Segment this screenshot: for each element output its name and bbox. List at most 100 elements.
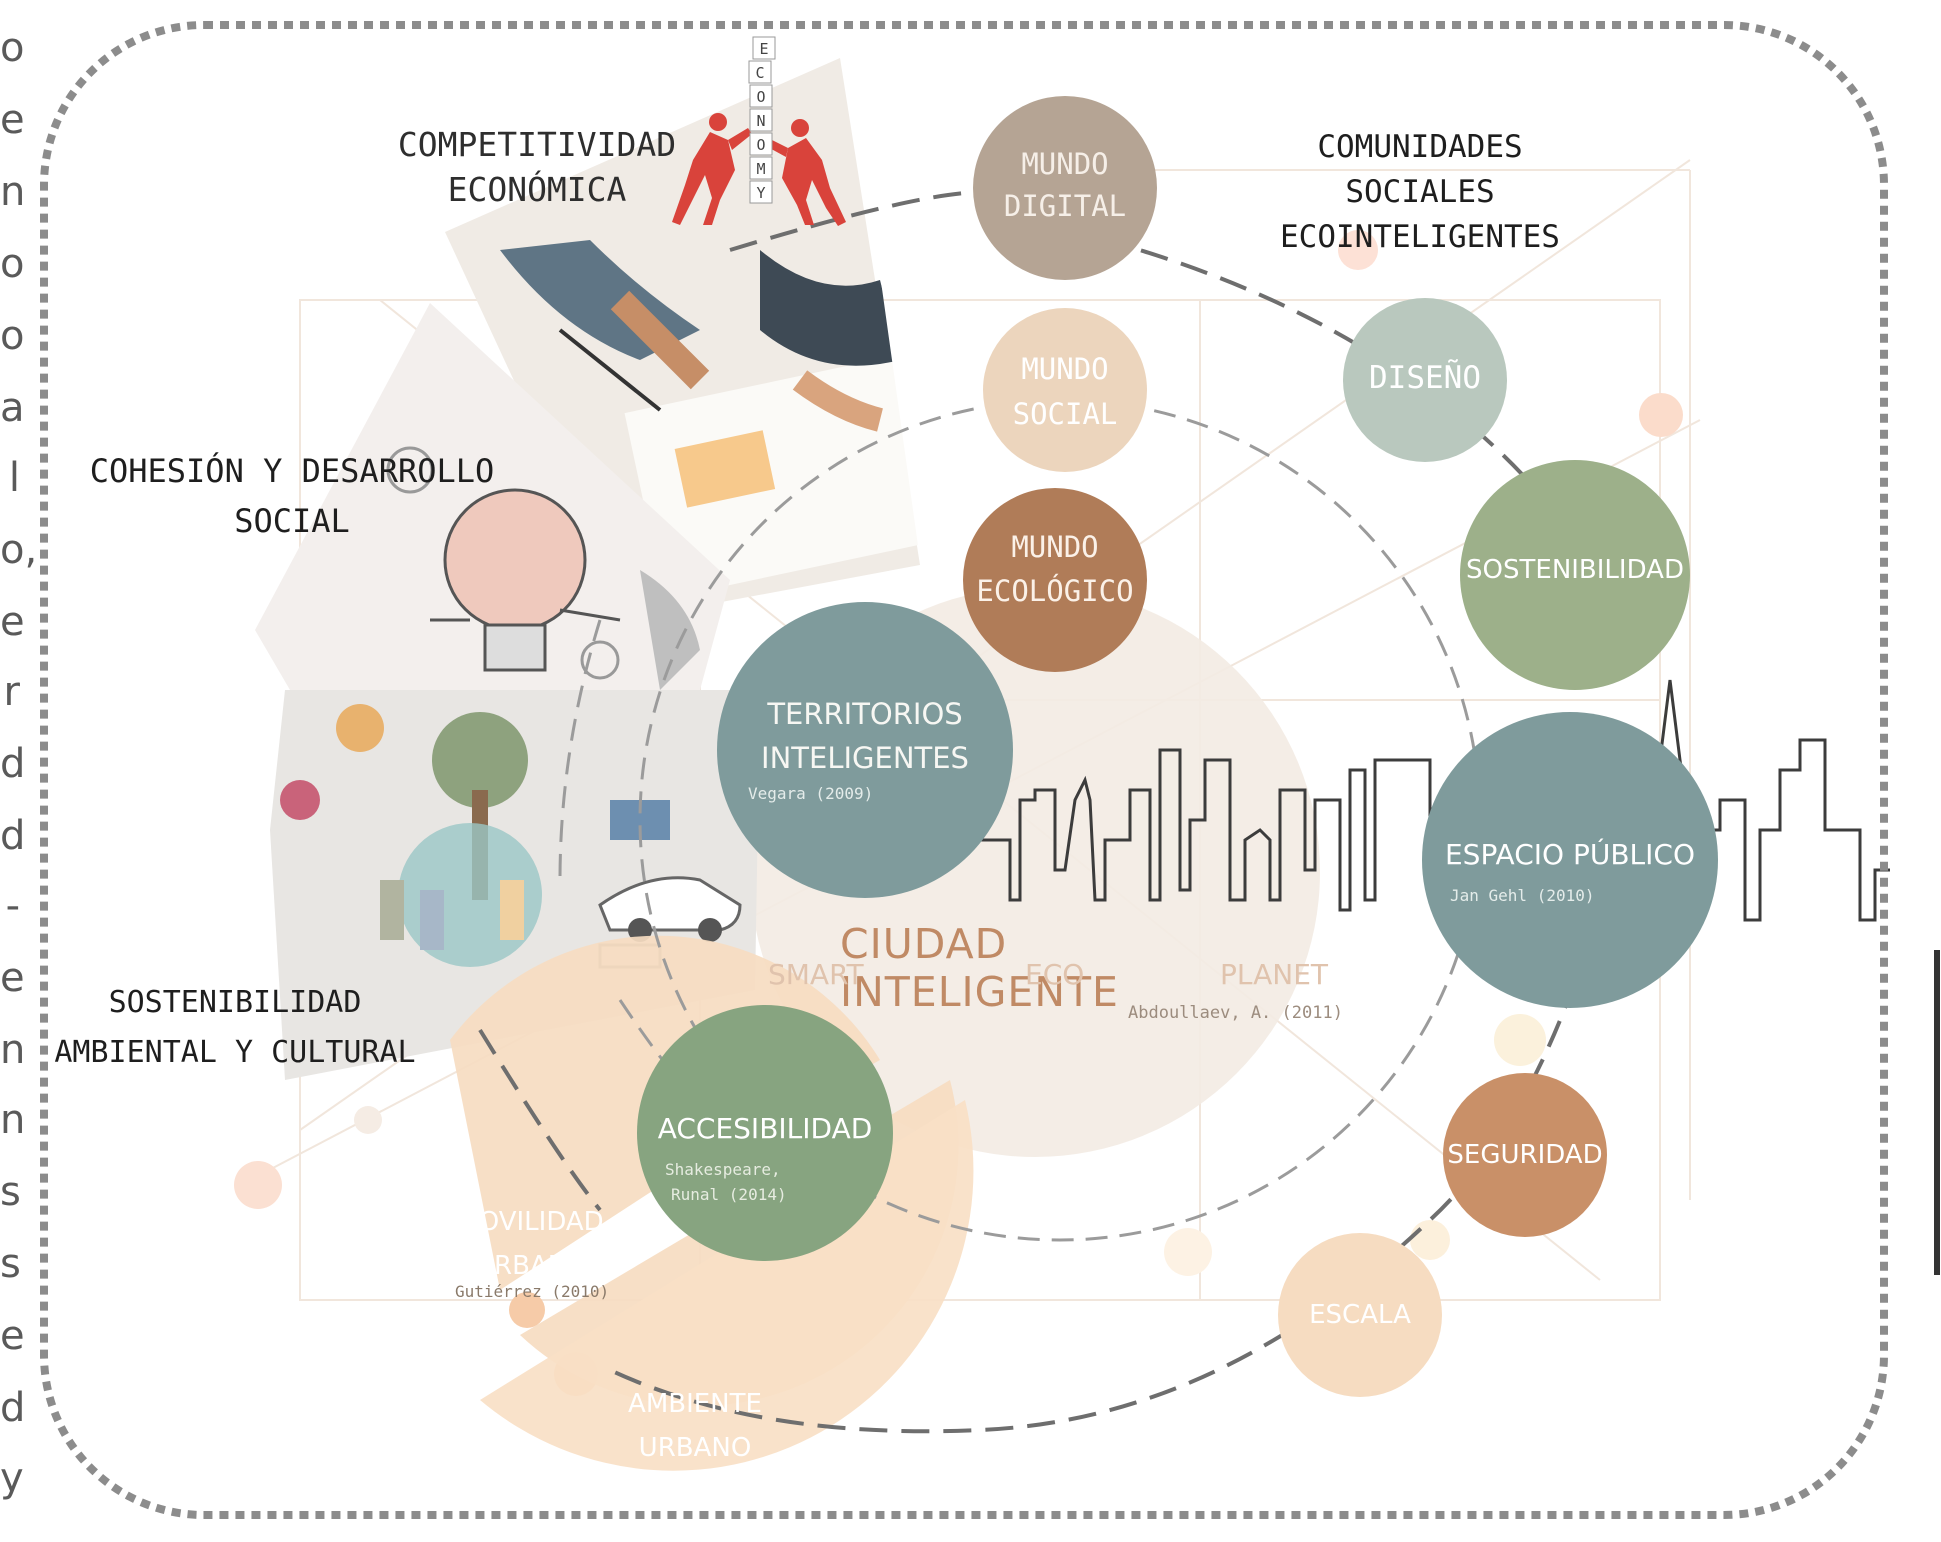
bubble-escala xyxy=(1278,1233,1442,1397)
edge-letter: e xyxy=(0,955,25,1001)
bubble-territorios-label: TERRITORIOS INTELIGENTES xyxy=(735,692,995,780)
orbit-outer-arc-left xyxy=(478,1028,602,1212)
label-competitividad-line-2: ECONÓMICA xyxy=(447,170,627,209)
people-pushing-icon xyxy=(672,113,846,226)
economy-letter-tile: N xyxy=(749,108,773,132)
label-comunidades: COMUNIDADES SOCIALES ECOINTELIGENTES xyxy=(1255,125,1585,260)
bubble-mundo-social xyxy=(983,308,1147,472)
ambiente-label: AMBIENTE URBANO xyxy=(605,1382,785,1470)
city-skyline xyxy=(980,679,1890,922)
center-sub-smart: SMART xyxy=(768,958,864,991)
label-comunidades-line-1: COMUNIDADES xyxy=(1317,129,1523,165)
edge-letter: o xyxy=(0,241,25,287)
mundo-social-line-2: SOCIAL xyxy=(1012,397,1118,431)
economy-letter-tile: O xyxy=(749,84,773,108)
bubble-accesibilidad xyxy=(637,1005,893,1261)
edge-letter: d xyxy=(0,813,26,859)
economy-letter: E xyxy=(759,40,768,58)
economy-letter: M xyxy=(756,160,765,178)
ambiente-line-1: AMBIENTE xyxy=(628,1389,762,1419)
edge-letter: s xyxy=(0,1241,21,1287)
orbit-outer-arc-lower xyxy=(609,819,1622,1434)
bubble-territorios xyxy=(717,602,1013,898)
economy-letter-tile: M xyxy=(749,156,773,180)
territorios-line-2: INTELIGENTES xyxy=(761,741,969,775)
label-cohesion: COHESIÓN Y DESARROLLO SOCIAL xyxy=(52,446,532,546)
bubble-mundo-ecologico xyxy=(963,488,1147,672)
territorios-line-1: TERRITORIOS xyxy=(767,697,963,731)
edge-letter: e xyxy=(0,97,25,143)
label-competitividad: COMPETITIVIDAD ECONÓMICA xyxy=(372,122,702,212)
economy-letter-tile: Y xyxy=(749,180,773,204)
economy-letter-tile: C xyxy=(748,60,772,84)
edge-letter: o xyxy=(0,25,25,71)
bubble-escala-label: ESCALA xyxy=(1309,1300,1411,1330)
edge-letter: n xyxy=(0,1027,26,1073)
edge-letter: o xyxy=(0,313,25,359)
edge-letter: e xyxy=(0,1313,25,1359)
edge-letter: d xyxy=(0,1385,26,1431)
economy-letter: O xyxy=(756,88,765,106)
bubbles xyxy=(637,96,1718,1397)
economy-letter: C xyxy=(755,64,764,82)
movilidad-ref: Gutiérrez (2010) xyxy=(455,1282,610,1301)
bubble-mundo-digital-label: MUNDO DIGITAL xyxy=(975,143,1155,227)
economy-letter: N xyxy=(756,112,765,130)
label-comunidades-line-3: ECOINTELIGENTES xyxy=(1280,219,1560,255)
mundo-ecologico-line-1: MUNDO xyxy=(1011,530,1099,564)
label-competitividad-line-1: COMPETITIVIDAD xyxy=(397,125,677,164)
bubble-seguridad-label: SEGURIDAD xyxy=(1447,1140,1603,1170)
mundo-digital-line-1: MUNDO xyxy=(1021,147,1109,181)
label-sostenibilidad-ambiental-line-1: SOSTENIBILIDAD xyxy=(108,985,362,1020)
edge-letter: - xyxy=(5,883,20,929)
label-sostenibilidad-ambiental: SOSTENIBILIDAD AMBIENTAL Y CULTURAL xyxy=(30,978,440,1078)
ambiente-line-2: URBANO xyxy=(638,1433,752,1463)
bubble-espacio-publico-label: ESPACIO PÚBLICO xyxy=(1444,838,1695,871)
accesibilidad-ref: Shakespeare, Runal (2014) xyxy=(665,1157,787,1207)
movilidad-line-2: URBANA xyxy=(475,1251,585,1281)
economy-letter-tile: O xyxy=(749,132,773,156)
center-ref: Abdoullaev, A. (2011) xyxy=(1128,1003,1343,1023)
edge-letter: n xyxy=(0,1097,26,1143)
mundo-social-line-1: MUNDO xyxy=(1021,352,1109,386)
economy-letter: O xyxy=(756,136,765,154)
diagram-border xyxy=(40,21,1888,1519)
accesibilidad-ref-line-2: Runal (2014) xyxy=(671,1185,787,1204)
mundo-ecologico-line-2: ECOLÓGICO xyxy=(976,574,1134,608)
label-sostenibilidad-ambiental-line-2: AMBIENTAL Y CULTURAL xyxy=(54,1035,416,1070)
accesibilidad-ref-line-1: Shakespeare, xyxy=(665,1160,781,1179)
center-sub-eco: ECO xyxy=(1025,958,1085,991)
edge-letter: r xyxy=(3,669,20,715)
edge-letter: e xyxy=(0,599,25,645)
bubble-mundo-social-label: MUNDO SOCIAL xyxy=(975,347,1155,437)
edge-letter: l xyxy=(8,455,20,501)
label-cohesion-line-1: COHESIÓN Y DESARROLLO xyxy=(89,452,495,490)
bubble-sostenibilidad xyxy=(1460,460,1690,690)
movilidad-line-1: MOVILIDAD xyxy=(456,1207,604,1237)
espacio-publico-ref: Jan Gehl (2010) xyxy=(1450,886,1595,905)
edge-letter: a xyxy=(0,385,25,431)
center-title: CIUDAD INTELIGENTE xyxy=(840,920,1119,1016)
economy-letter-tile: E xyxy=(752,36,776,60)
economy-letter: Y xyxy=(756,184,765,202)
territorios-ref: Vegara (2009) xyxy=(748,784,874,803)
edge-letter: s xyxy=(0,1169,21,1215)
bubble-accesibilidad-label: ACCESIBILIDAD xyxy=(657,1112,873,1145)
mundo-digital-line-2: DIGITAL xyxy=(1003,189,1127,223)
movilidad-label: MOVILIDAD URBANA xyxy=(440,1200,620,1288)
edge-letter: d xyxy=(0,741,26,787)
bubble-sostenibilidad-label: SOSTENIBILIDAD xyxy=(1466,555,1684,585)
bubble-mundo-ecologico-label: MUNDO ECOLÓGICO xyxy=(955,525,1155,613)
bubble-espacio-publico xyxy=(1422,712,1718,1008)
bubble-mundo-digital xyxy=(973,96,1157,280)
cohesion-illustration xyxy=(255,303,730,690)
edge-letter: o, xyxy=(0,527,38,573)
label-comunidades-line-2: SOCIALES xyxy=(1345,174,1495,210)
label-cohesion-line-2: SOCIAL xyxy=(234,502,350,540)
bubble-diseno xyxy=(1343,298,1507,462)
edge-letter: y xyxy=(0,1455,24,1501)
edge-letter: n xyxy=(0,169,26,215)
